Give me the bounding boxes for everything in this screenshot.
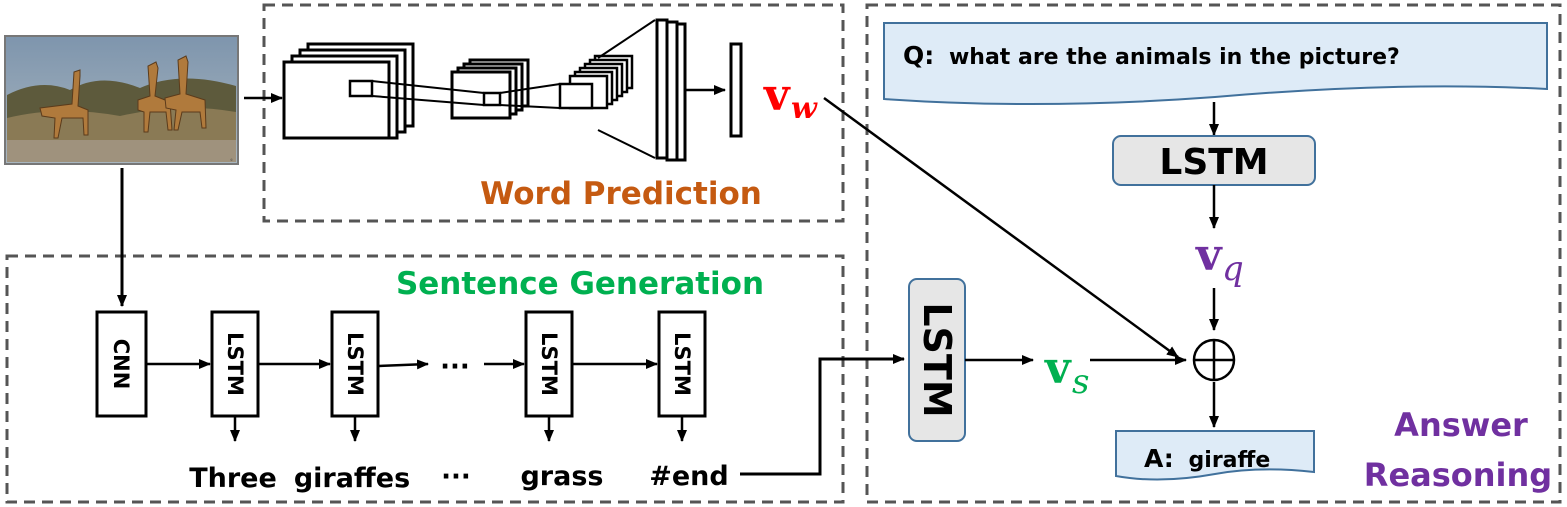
word-prediction-title: Word Prediction bbox=[480, 176, 762, 212]
svg-text:©: © bbox=[230, 158, 233, 162]
word-giraffes: giraffes bbox=[294, 463, 410, 494]
svg-text:LSTM: LSTM bbox=[670, 332, 694, 396]
svg-text:Q: what are the animals: Q: what are the animals in the picture? bbox=[903, 41, 1400, 70]
lstm-block-4: LSTM bbox=[657, 310, 707, 418]
question-prefix: Q: bbox=[903, 41, 934, 70]
lstm-block-3: LSTM bbox=[524, 310, 574, 418]
end-to-sentence-lstm-arrow bbox=[740, 354, 905, 476]
svg-text:LSTM: LSTM bbox=[343, 332, 367, 396]
vs-subscript: s bbox=[1072, 362, 1089, 402]
receptive-field-lines bbox=[371, 19, 656, 159]
word-output-layer bbox=[729, 42, 743, 138]
vw-subscript: w bbox=[791, 91, 818, 126]
lstm-block-1: LSTM bbox=[210, 310, 260, 418]
chain-ellipsis: ··· bbox=[440, 352, 470, 382]
word-end: #end bbox=[649, 461, 728, 492]
vs-label: v bbox=[1044, 343, 1072, 394]
cnn-block: CNN bbox=[95, 310, 148, 418]
vq-label: v bbox=[1195, 230, 1223, 281]
answer-reasoning-title-line1: Answer bbox=[1394, 406, 1528, 444]
svg-text:LSTM: LSTM bbox=[1159, 142, 1268, 183]
question-lstm-block: LSTM bbox=[1112, 135, 1316, 186]
lstm-block-2: LSTM bbox=[330, 310, 380, 418]
input-image: © bbox=[4, 35, 239, 165]
sentence-lstm-block: LSTM bbox=[908, 278, 966, 442]
svg-text:LSTM: LSTM bbox=[915, 302, 959, 417]
answer-reasoning-region bbox=[865, 3, 1562, 504]
fully-connected-layers bbox=[655, 18, 687, 162]
feature-map-stack-2 bbox=[450, 58, 530, 120]
answer-box: A: giraffe bbox=[1115, 430, 1315, 481]
question-box: Q: what are the animals in the picture? bbox=[883, 22, 1548, 106]
svg-text:LSTM: LSTM bbox=[537, 332, 561, 396]
sentence-generation-region bbox=[5, 254, 845, 504]
word-grass: grass bbox=[520, 461, 603, 492]
svg-text:CNN: CNN bbox=[109, 339, 133, 390]
chain-arrows bbox=[146, 359, 658, 370]
sentence-generation-title: Sentence Generation bbox=[396, 266, 764, 302]
feature-map-stack-1 bbox=[282, 42, 415, 140]
answer-reasoning-title-line2: Reasoning bbox=[1364, 456, 1552, 494]
word-ellipsis: ··· bbox=[441, 462, 471, 492]
question-text: what are the animals in the picture? bbox=[949, 45, 1400, 70]
answer-text: giraffe bbox=[1189, 448, 1271, 473]
vw-label: v bbox=[763, 70, 791, 121]
word-three: Three bbox=[189, 463, 277, 494]
answer-prefix: A: bbox=[1144, 444, 1174, 473]
combine-symbol bbox=[1192, 338, 1236, 382]
svg-text:A: giraffe: A: giraffe bbox=[1144, 444, 1270, 473]
feature-map-stack-3 bbox=[558, 54, 634, 110]
vw-to-combine-arrow bbox=[823, 96, 1179, 359]
output-arrows bbox=[230, 416, 687, 442]
vq-subscript: q bbox=[1222, 249, 1244, 289]
svg-text:LSTM: LSTM bbox=[223, 332, 247, 396]
